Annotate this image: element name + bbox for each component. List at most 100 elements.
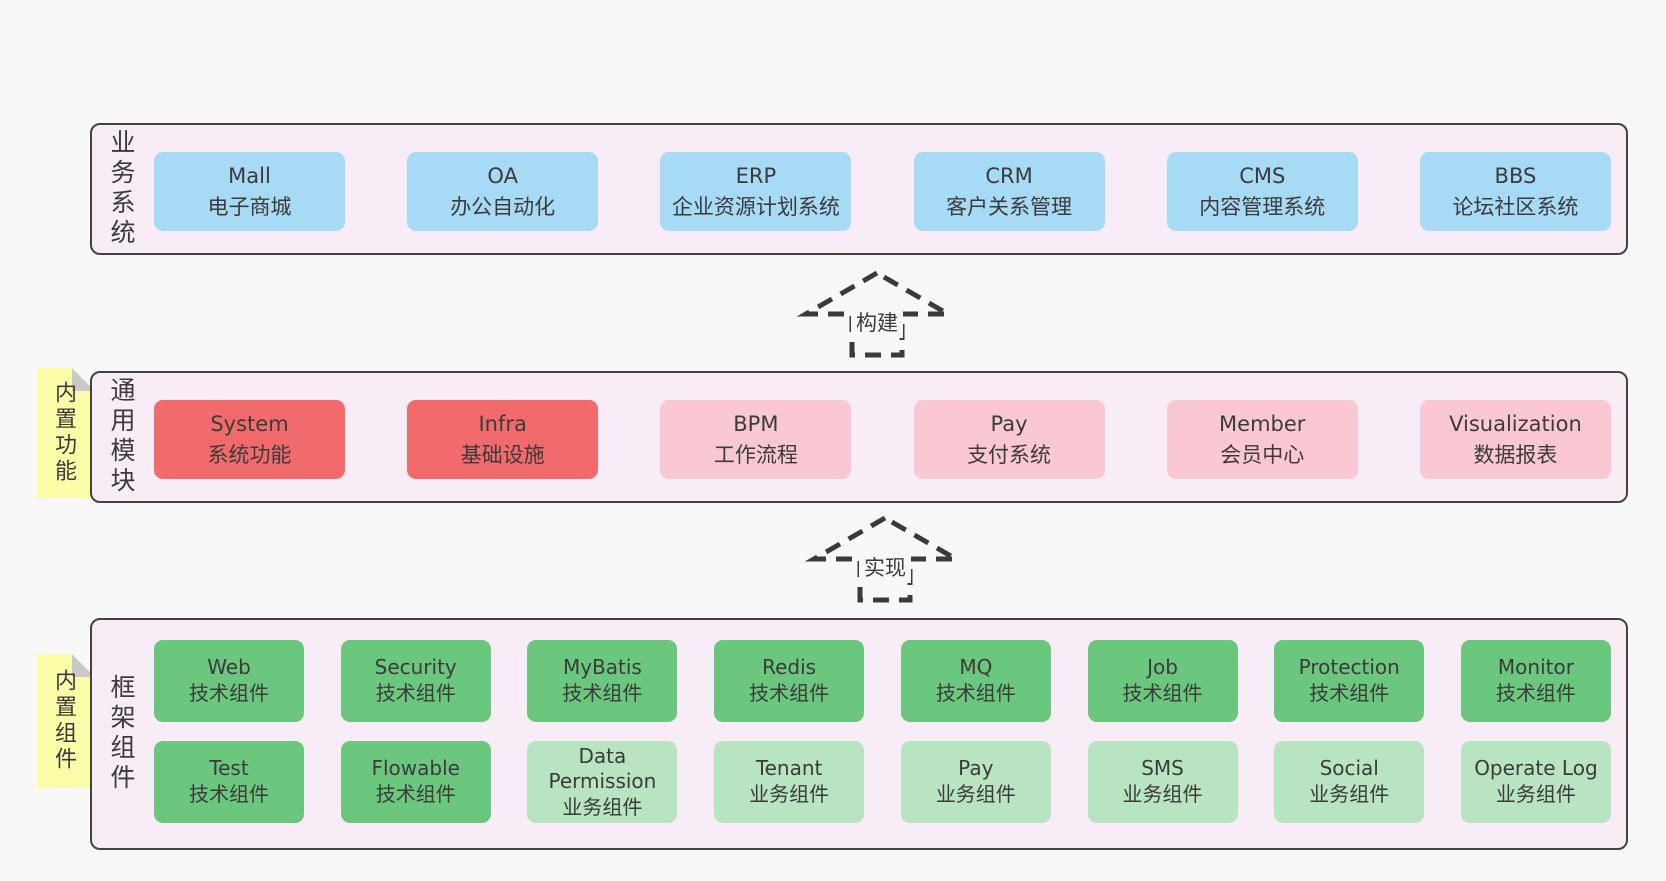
- block-arrow-up-icon: [804, 515, 966, 603]
- box-title: MQ: [959, 655, 993, 680]
- box-title: Tenant: [755, 756, 823, 781]
- box-subtitle: 支付系统: [967, 442, 1052, 467]
- box-subtitle: 业务组件: [749, 782, 830, 806]
- box-title: Job: [1147, 655, 1178, 680]
- box-protection: Protection 技术组件: [1274, 640, 1425, 722]
- section-side-label: 业务系统: [107, 129, 136, 249]
- box-subtitle: 业务组件: [1495, 782, 1576, 806]
- box-subtitle: 技术组件: [1122, 681, 1203, 705]
- box-title: MyBatis: [562, 655, 642, 680]
- block-arrow-up-icon: [796, 270, 958, 358]
- box-title: Web: [207, 655, 251, 680]
- box-title: CMS: [1239, 164, 1286, 189]
- box-subtitle: 业务组件: [1309, 782, 1390, 806]
- sticky-note-label: 内置组件: [51, 669, 76, 773]
- box-member: Member 会员中心: [1166, 400, 1358, 479]
- box-title: Data Permission: [548, 743, 657, 794]
- box-subtitle: 技术组件: [375, 782, 456, 806]
- box-title: Flowable: [371, 756, 460, 781]
- box-data-permission: Data Permission 业务组件: [527, 741, 678, 823]
- arrow-implement-up: 实现: [804, 515, 966, 603]
- box-title: Security: [374, 655, 457, 680]
- box-redis: Redis 技术组件: [714, 640, 865, 722]
- box-subtitle: 系统功能: [207, 442, 292, 467]
- box-subtitle: 工作流程: [713, 442, 798, 467]
- sticky-note-builtin-components: 内置组件: [37, 654, 95, 788]
- section-framework-components: 框架组件 Web 技术组件 Security 技术组件 MyBatis 技术组件…: [90, 618, 1628, 850]
- box-subtitle: 客户关系管理: [946, 194, 1073, 219]
- box-pay: Pay 支付系统: [913, 400, 1105, 479]
- box-subtitle: 业务组件: [1122, 782, 1203, 806]
- sticky-note-label: 内置功能: [51, 381, 76, 485]
- box-crm: CRM 客户关系管理: [913, 152, 1105, 231]
- box-subtitle: 技术组件: [749, 681, 830, 705]
- arrow-label: 构建: [851, 306, 903, 338]
- box-oa: OA 办公自动化: [407, 152, 599, 231]
- box-subtitle: 技术组件: [935, 681, 1016, 705]
- box-subtitle: 技术组件: [375, 681, 456, 705]
- box-subtitle: 会员中心: [1220, 442, 1305, 467]
- arrow-label: 实现: [859, 551, 911, 583]
- box-web: Web 技术组件: [154, 640, 304, 722]
- box-subtitle: 电子商城: [207, 194, 292, 219]
- box-subtitle: 业务组件: [935, 782, 1016, 806]
- box-tenant: Tenant 业务组件: [714, 741, 865, 823]
- box-monitor: Monitor 技术组件: [1460, 640, 1611, 722]
- box-mq: MQ 技术组件: [900, 640, 1051, 722]
- box-subtitle: 基础设施: [460, 442, 545, 467]
- section-common-modules: 通用模块 System 系统功能 Infra 基础设施 BPM 工作流程 Pay…: [90, 371, 1628, 503]
- box-title: OA: [487, 164, 518, 189]
- box-subtitle: 业务组件: [562, 794, 643, 819]
- box-title: SMS: [1141, 756, 1184, 781]
- box-mybatis: MyBatis 技术组件: [527, 640, 678, 722]
- box-title: Social: [1319, 756, 1379, 781]
- section-business-systems: 业务系统 Mall 电子商城 OA 办公自动化 ERP 企业资源计划系统 CRM…: [90, 123, 1628, 255]
- box-subtitle: 数据报表: [1473, 442, 1558, 467]
- box-system: System 系统功能: [154, 400, 345, 479]
- box-cms: CMS 内容管理系统: [1166, 152, 1358, 231]
- box-title: Infra: [478, 412, 527, 437]
- box-title: Protection: [1298, 655, 1400, 680]
- box-title: BPM: [733, 412, 779, 437]
- framework-row-2: Test 技术组件 Flowable 技术组件 Data Permission …: [154, 741, 1611, 823]
- framework-row-1: Web 技术组件 Security 技术组件 MyBatis 技术组件 Redi…: [154, 640, 1611, 722]
- box-title: Member: [1219, 412, 1306, 437]
- box-title: Pay: [990, 412, 1028, 437]
- box-flowable: Flowable 技术组件: [340, 741, 491, 823]
- box-mall: Mall 电子商城: [154, 152, 345, 231]
- box-test: Test 技术组件: [154, 741, 304, 823]
- box-subtitle: 技术组件: [189, 782, 269, 806]
- arrow-build-up: 构建: [796, 270, 958, 358]
- box-bbs: BBS 论坛社区系统: [1419, 152, 1611, 231]
- box-social: Social 业务组件: [1274, 741, 1425, 823]
- box-job: Job 技术组件: [1087, 640, 1238, 722]
- box-sms: SMS 业务组件: [1087, 741, 1238, 823]
- box-subtitle: 技术组件: [562, 681, 643, 705]
- box-title: Operate Log: [1474, 756, 1598, 781]
- box-title: BBS: [1494, 164, 1537, 189]
- box-title: ERP: [735, 164, 777, 189]
- box-title: System: [210, 412, 289, 437]
- box-title: Visualization: [1449, 412, 1582, 437]
- box-pay-business: Pay 业务组件: [900, 741, 1051, 823]
- box-visualization: Visualization 数据报表: [1419, 400, 1611, 479]
- box-title: Redis: [762, 655, 817, 680]
- box-subtitle: 技术组件: [1495, 681, 1576, 705]
- box-subtitle: 技术组件: [1309, 681, 1390, 705]
- framework-boxes-grid: Web 技术组件 Security 技术组件 MyBatis 技术组件 Redi…: [154, 640, 1611, 823]
- box-subtitle: 办公自动化: [450, 194, 556, 219]
- box-operate-log: Operate Log 业务组件: [1460, 741, 1611, 823]
- section-side-label: 通用模块: [107, 377, 136, 497]
- box-subtitle: 企业资源计划系统: [671, 194, 840, 219]
- box-subtitle: 技术组件: [189, 681, 269, 705]
- box-title: Monitor: [1497, 655, 1574, 680]
- box-security: Security 技术组件: [340, 640, 491, 722]
- common-boxes-row: System 系统功能 Infra 基础设施 BPM 工作流程 Pay 支付系统…: [154, 400, 1611, 479]
- box-subtitle: 内容管理系统: [1199, 194, 1326, 219]
- section-side-label: 框架组件: [107, 674, 136, 794]
- business-boxes-row: Mall 电子商城 OA 办公自动化 ERP 企业资源计划系统 CRM 客户关系…: [154, 152, 1611, 231]
- box-subtitle: 论坛社区系统: [1452, 194, 1579, 219]
- box-title: Pay: [958, 756, 994, 781]
- sticky-note-builtin-features: 内置功能: [37, 368, 95, 498]
